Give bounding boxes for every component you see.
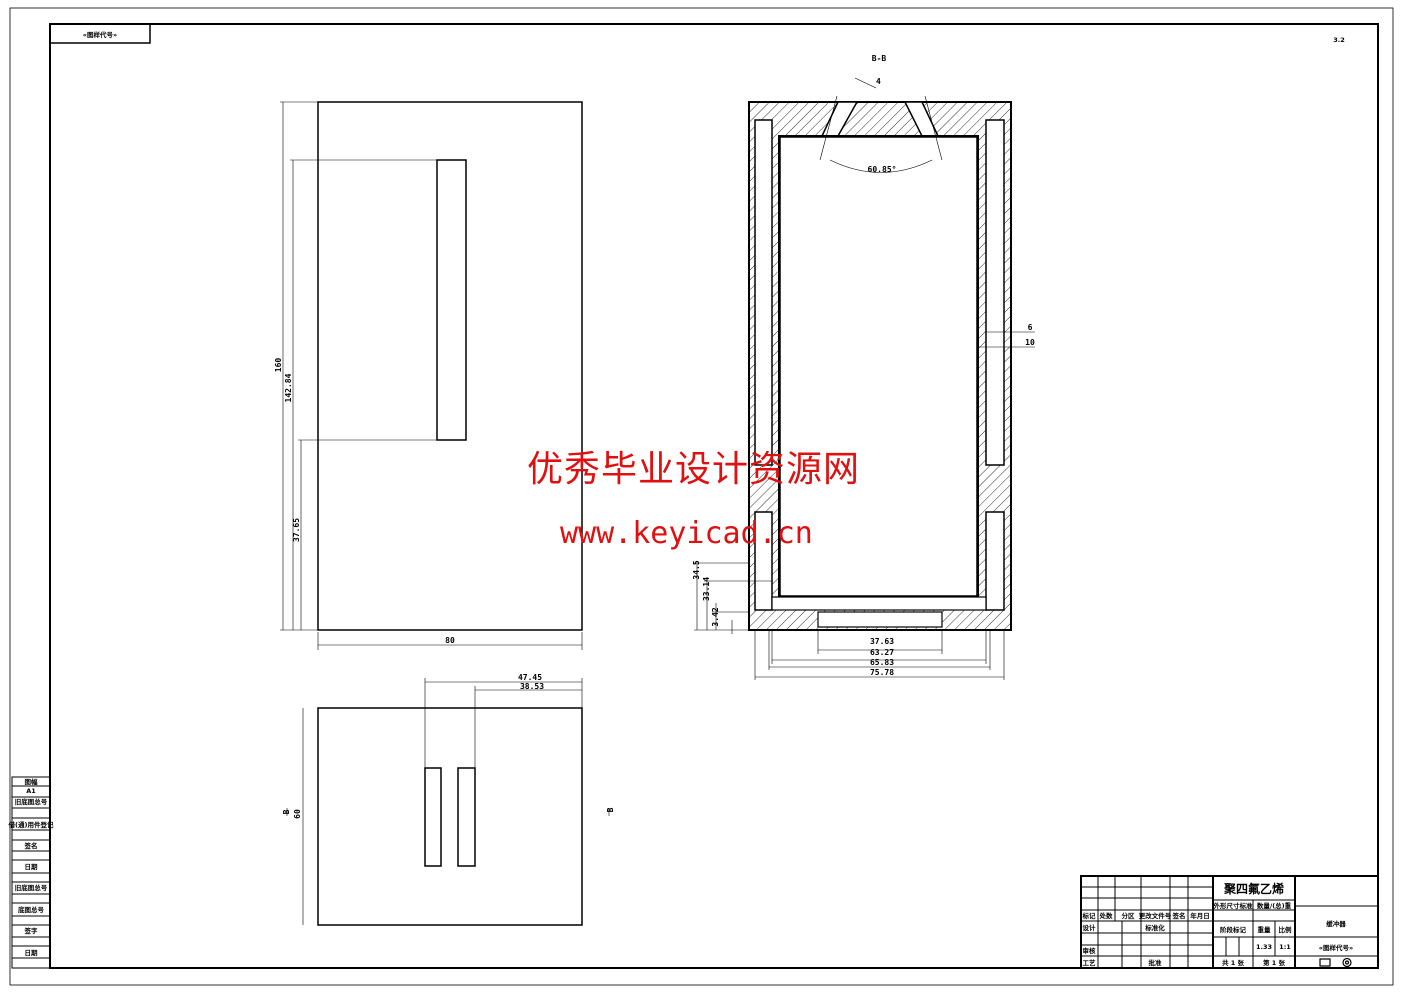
outer-border [9,7,1394,986]
code-label: «图样代号» [83,30,117,39]
title-block-text: 聚四氟乙烯 外形尺寸标准 数量/(总)重 缓冲器 «图样代号» 标记 处数 分区… [1082,881,1354,967]
roughness-note: 3.2 [1333,36,1345,44]
left-strip [11,776,51,969]
svg-text:阶段标记: 阶段标记 [1220,925,1247,934]
svg-text:外形尺寸标准: 外形尺寸标准 [1214,901,1254,910]
section-mark-right: B [606,807,615,812]
part-name: 缓冲器 [1325,919,1346,928]
svg-text:标记: 标记 [1082,911,1097,920]
dim-w2: 63.27 [870,648,894,657]
svg-text:借(通)用件登记: 借(通)用件登记 [8,820,54,829]
svg-text:审核: 审核 [1083,946,1097,955]
svg-text:设计: 设计 [1083,923,1097,932]
svg-text:旧底图总号: 旧底图总号 [15,883,48,892]
svg-text:年月日: 年月日 [1190,911,1210,920]
projection-symbol [1319,957,1352,968]
code-box [49,23,151,44]
svg-text:数量/(总)重: 数量/(总)重 [1257,901,1292,910]
svg-text:1.33: 1.33 [1256,943,1272,951]
section-title: B-B [872,54,887,63]
svg-text:1:1: 1:1 [1279,943,1291,951]
dim-h1: 34.5 [692,560,701,579]
svg-text:底图总号: 底图总号 [18,905,45,914]
svg-text:比例: 比例 [1279,925,1293,934]
svg-text:签字: 签字 [24,926,39,935]
dim-wall-inner: 6 [1028,323,1033,332]
svg-text:更改文件号: 更改文件号 [1139,911,1172,920]
dim-wall-outer: 10 [1025,338,1035,347]
svg-text:日期: 日期 [25,862,39,871]
svg-text:签名: 签名 [24,841,38,850]
dim-slot1: 47.45 [518,673,542,682]
drawing-frame [49,23,1379,969]
svg-text:第 1 张: 第 1 张 [1263,958,1286,967]
dim-slot2: 38.53 [520,682,544,691]
dim-depth: 60 [293,809,302,819]
dim-slot-top: 142.84 [284,373,293,402]
bottom-view [286,678,610,926]
dim-slot-bottom: 37.65 [292,518,301,542]
svg-text:处数: 处数 [1099,911,1114,920]
dim-width: 80 [445,636,455,645]
svg-text:图幅: 图幅 [25,777,39,786]
section-mark-left: B [282,809,291,814]
dim-w1: 37.63 [870,637,894,646]
svg-text:工艺: 工艺 [1083,958,1097,967]
dim-angle: 60.85° [868,165,897,174]
front-view [280,101,583,650]
svg-text:批准: 批准 [1149,958,1163,967]
svg-text:旧底图总号: 旧底图总号 [15,797,48,806]
material: 聚四氟乙烯 [1223,881,1284,896]
svg-text:标准化: 标准化 [1144,923,1165,932]
dim-w3: 65.83 [870,658,894,667]
svg-text:日期: 日期 [25,948,39,957]
svg-text:分区: 分区 [1122,911,1136,920]
svg-text:重量: 重量 [1258,925,1272,934]
left-strip-labels: 图幅 A1 旧底图总号 借(通)用件登记 签名 日期 旧底图总号 底图总号 签字… [8,777,54,957]
drawing-code: «图样代号» [1319,943,1353,952]
svg-text:A1: A1 [26,787,36,795]
watermark-url: www.keyicad.cn [560,516,813,551]
watermark-title: 优秀毕业设计资源网 [527,449,861,490]
dim-h3: 3.42 [711,607,720,626]
dim-height: 160 [274,358,283,373]
dim-w4: 75.78 [870,668,894,677]
dim-hole: 4 [876,77,881,86]
title-block [1080,875,1379,969]
svg-text:签名: 签名 [1172,911,1186,920]
section-view [694,77,1035,680]
svg-text:共 1 张: 共 1 张 [1222,958,1245,967]
dim-h2: 33.14 [702,577,711,601]
